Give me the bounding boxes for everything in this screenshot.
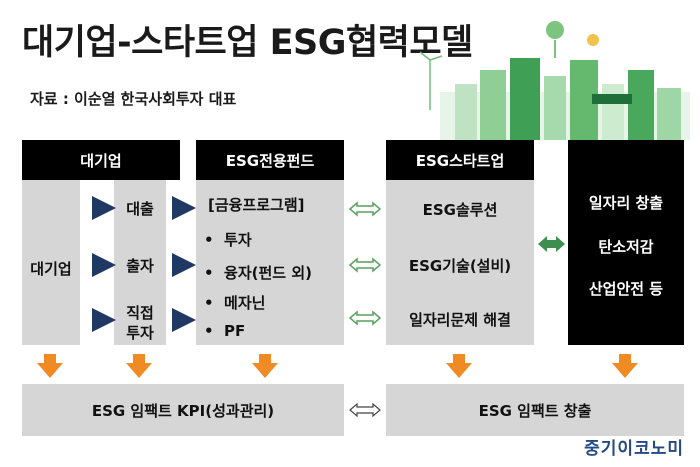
corp-item-loan: 대출 <box>126 200 154 218</box>
startup-header: ESG스타트업 <box>386 140 534 180</box>
source-caption: 자료 : 이순열 한국사회투자 대표 <box>30 90 237 108</box>
corp-header: 대기업 <box>22 140 180 180</box>
double-arrow-icon <box>348 310 382 326</box>
bullet: • <box>204 294 214 312</box>
arrow-down-icon <box>252 354 278 378</box>
startup-item-solution: ESG솔루션 <box>422 201 498 219</box>
fund-item-loan: 융자(펀드 외) <box>224 264 312 282</box>
fund-header: ESG전용펀드 <box>196 140 344 180</box>
arrow-down-icon <box>37 354 63 378</box>
fund-item-invest: 투자 <box>224 231 252 249</box>
fund-item-mezzanine: 메자닌 <box>224 294 266 312</box>
bullet: • <box>204 231 214 249</box>
double-arrow-icon <box>348 257 382 273</box>
outcome-panel <box>568 140 684 345</box>
bullet: • <box>204 322 214 340</box>
outcome-item-carbon: 탄소저감 <box>598 238 654 256</box>
outcome-item-safety: 산업안전 등 <box>588 280 664 298</box>
arrow-down-icon <box>612 354 638 378</box>
corp-item-equity: 출자 <box>126 257 154 275</box>
corp-label: 대기업 <box>30 260 72 278</box>
double-arrow-icon <box>538 236 565 252</box>
double-arrow-icon <box>348 201 382 217</box>
corp-item-direct: 직접 <box>126 304 154 322</box>
bullet: • <box>204 264 214 282</box>
impact-kpi-bar: ESG 임팩트 KPI(성과관리) <box>22 384 344 436</box>
arrow-down-icon <box>126 354 152 378</box>
fund-program-label: [금융프로그램] <box>208 196 305 214</box>
outcome-item-jobs: 일자리 창출 <box>588 194 664 212</box>
double-arrow-icon <box>349 402 381 418</box>
startup-item-jobs: 일자리문제 해결 <box>409 311 511 329</box>
corp-method-panel <box>114 180 166 345</box>
startup-panel <box>386 180 534 345</box>
fund-panel <box>196 180 344 345</box>
corp-panel <box>22 180 80 345</box>
page-title: 대기업-스타트업 ESG협력모델 <box>22 23 473 63</box>
city-skyline <box>419 21 690 140</box>
fund-item-pf: PF <box>224 322 246 340</box>
arrow-down-icon <box>446 354 472 378</box>
brand-logo: 중기이코노미 <box>584 439 684 459</box>
corp-item-invest: 투자 <box>126 324 154 342</box>
startup-item-tech: ESG기술(설비) <box>408 257 512 275</box>
impact-creation-bar: ESG 임팩트 창출 <box>386 384 684 436</box>
